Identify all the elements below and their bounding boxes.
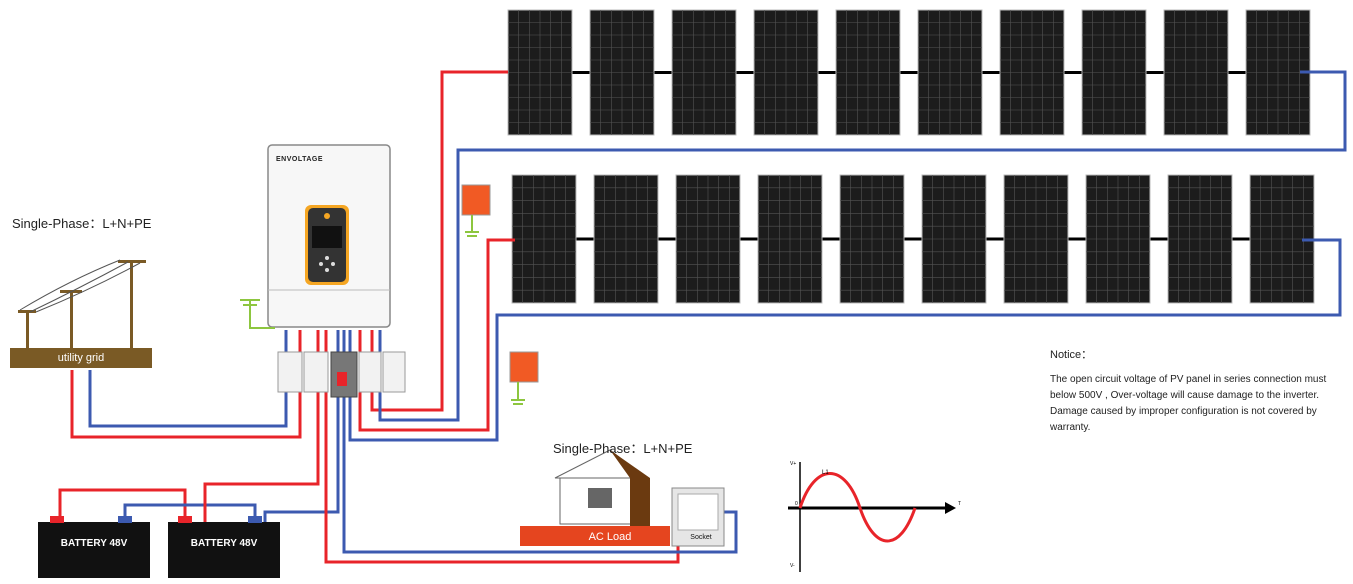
pv-panel bbox=[671, 9, 737, 136]
utility-grid bbox=[10, 259, 152, 368]
pv-panel bbox=[1163, 9, 1229, 136]
ac-load-label: AC Load bbox=[588, 531, 632, 543]
breaker-panel bbox=[277, 351, 406, 398]
pv-panel bbox=[999, 9, 1065, 136]
load-title: Single-Phase：L+N+PE bbox=[553, 441, 693, 456]
grid-wiring bbox=[70, 330, 302, 439]
battery-wiring bbox=[58, 330, 340, 525]
pv-panel bbox=[921, 174, 987, 304]
battery-2-label: BATTERY 48V bbox=[190, 538, 258, 549]
battery-2 bbox=[168, 516, 280, 578]
inverter-ground bbox=[240, 299, 275, 329]
pv-panel bbox=[589, 9, 655, 136]
spd-top bbox=[461, 184, 491, 237]
svg-text:L1: L1 bbox=[822, 470, 829, 476]
pv-panel bbox=[1167, 174, 1233, 304]
svg-text:V+: V+ bbox=[790, 461, 796, 467]
pv-panel bbox=[1003, 174, 1069, 304]
pv-panel bbox=[1081, 9, 1147, 136]
pv-panel bbox=[917, 9, 983, 136]
pv-panel bbox=[753, 9, 819, 136]
grid-title: Single-Phase：L+N+PE bbox=[12, 216, 152, 231]
inverter-brand: ENVOLTAGE bbox=[276, 156, 324, 163]
pv-panel bbox=[1245, 9, 1311, 136]
pv-string-top bbox=[507, 9, 1311, 136]
pv-panel bbox=[511, 174, 577, 304]
svg-text:V-: V- bbox=[790, 563, 795, 569]
pv-panel bbox=[835, 9, 901, 136]
pv-panel bbox=[839, 174, 905, 304]
notice-title: Notice： bbox=[1050, 349, 1093, 361]
svg-text:T: T bbox=[958, 501, 961, 507]
svg-text:0: 0 bbox=[795, 501, 798, 507]
spd-bottom bbox=[509, 351, 539, 405]
socket-label: Socket bbox=[690, 534, 712, 541]
pv-panel bbox=[507, 9, 573, 136]
battery-1 bbox=[38, 516, 150, 578]
pv-panel bbox=[1085, 174, 1151, 304]
pv-string-bottom bbox=[511, 174, 1315, 304]
inverter bbox=[267, 144, 391, 328]
socket bbox=[671, 487, 725, 547]
house bbox=[520, 449, 670, 546]
pv-panel bbox=[675, 174, 741, 304]
ac-waveform: V+ V- L1 0 T bbox=[788, 461, 961, 572]
pv-panel bbox=[593, 174, 659, 304]
pv-panel bbox=[757, 174, 823, 304]
battery-1-label: BATTERY 48V bbox=[60, 538, 128, 549]
notice-text: The open circuit voltage of PV panel in … bbox=[1050, 374, 1327, 433]
utility-grid-label: utility grid bbox=[57, 352, 105, 364]
